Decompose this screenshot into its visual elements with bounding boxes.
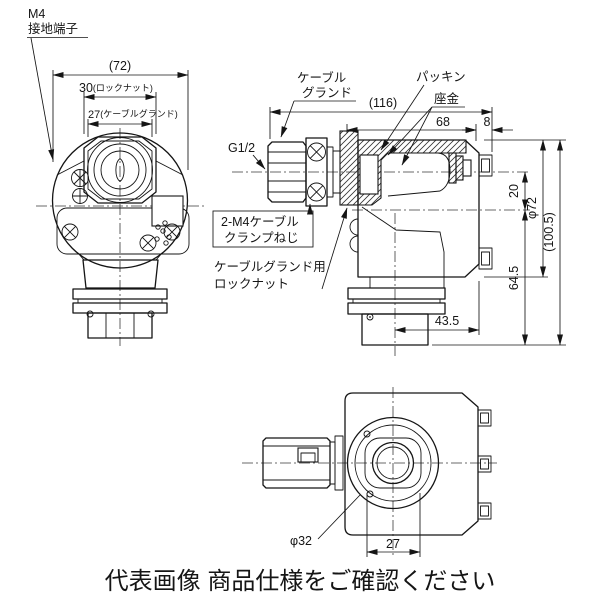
side-view: ケーブル グランド パッキン 座金 G1/2 2-M4ケーブル クランプねじ ケ… bbox=[212, 70, 566, 356]
side-process-connection bbox=[347, 277, 446, 346]
cable-gland-label-line1: ケーブル bbox=[297, 70, 346, 85]
front-cover-screws bbox=[61, 223, 181, 252]
ground-terminal-label-line2: 接地端子 bbox=[28, 21, 78, 36]
thread-label: G1/2 bbox=[228, 141, 255, 155]
dim-side-64-5-text: 64.5 bbox=[507, 266, 521, 290]
clamp-screw-label-box bbox=[212, 210, 314, 248]
dim-front-gland-text: 27(ケーブルグランド) bbox=[88, 108, 178, 121]
side-gland-locknut bbox=[339, 130, 359, 206]
dim-side-64-5: 64.5 bbox=[507, 209, 528, 346]
front-lower-screw bbox=[72, 188, 88, 204]
bottom-view: φ32 27 bbox=[242, 387, 497, 558]
side-head-cavity bbox=[387, 152, 451, 197]
front-gland-ring-mid bbox=[93, 143, 147, 197]
front-connector-window bbox=[151, 195, 184, 227]
front-view: M4 接地端子 (72) 30(ロックナット) 27(ケーブルグランド) bbox=[27, 7, 204, 346]
gland-locknut-label-line2: ロックナット bbox=[214, 277, 289, 291]
bottom-cable-gland bbox=[262, 435, 344, 491]
dim-bottom-27-text: 27 bbox=[386, 537, 400, 551]
front-left-chord bbox=[56, 160, 85, 176]
dim-front-overall-text: (72) bbox=[109, 59, 131, 73]
front-gland-ring-inner bbox=[100, 150, 140, 190]
dim-bottom-dia32-text: φ32 bbox=[290, 534, 312, 548]
clamp-screw-label-line2: クランプねじ bbox=[224, 231, 299, 245]
packing-label: パッキン bbox=[416, 70, 466, 84]
gland-locknut-label-line1: ケーブルグランド用 bbox=[214, 259, 326, 274]
washer-label: 座金 bbox=[434, 91, 460, 106]
side-cable-gland bbox=[267, 130, 359, 207]
clamp-screw-label-line1: 2-M4ケーブル bbox=[221, 214, 299, 229]
bottom-port-rings bbox=[346, 416, 440, 510]
bottom-dia32-leader bbox=[317, 494, 361, 540]
dim-side-20: 20 bbox=[507, 171, 528, 211]
front-locknut-octagon bbox=[83, 136, 157, 204]
front-body-circle bbox=[51, 132, 189, 269]
dim-bottom-27: 27 bbox=[366, 493, 421, 557]
front-cover-plate bbox=[56, 207, 190, 255]
dim-side-68-text: 68 bbox=[436, 115, 450, 129]
cable-clamp-screw-bottom bbox=[307, 182, 326, 202]
dim-side-overall-text: (116) bbox=[369, 96, 397, 110]
side-packing-block bbox=[448, 152, 457, 184]
bottom-mounting-tabs bbox=[477, 409, 492, 520]
dim-side-20-text: 20 bbox=[507, 184, 521, 198]
ground-terminal-label-line1: M4 bbox=[28, 7, 45, 21]
dim-side-8-text: 8 bbox=[484, 115, 491, 129]
packing-leader bbox=[380, 84, 425, 151]
dim-front-locknut: 30(ロックナット) bbox=[79, 81, 157, 134]
washer-leader-2 bbox=[401, 106, 433, 166]
ground-terminal-screw bbox=[71, 169, 89, 187]
cable-clamp-screw-top bbox=[307, 142, 326, 162]
dim-side-8: 8 bbox=[462, 115, 513, 133]
front-vent-holes bbox=[154, 220, 172, 246]
dim-side-100-5-text: (100.5) bbox=[542, 212, 556, 252]
side-washer-block bbox=[455, 155, 464, 181]
front-right-chord bbox=[155, 160, 184, 176]
side-washer-end bbox=[462, 159, 472, 177]
side-left-bumps bbox=[349, 218, 359, 253]
dim-side-dia72-text: φ72 bbox=[525, 197, 539, 219]
front-process-connection bbox=[72, 252, 168, 339]
caption-text: 代表画像 商品仕様をご確認ください bbox=[105, 568, 496, 595]
side-head-lower-edge bbox=[361, 206, 445, 277]
dim-side-68: 68 bbox=[346, 115, 477, 141]
side-terminal-window bbox=[359, 154, 379, 195]
side-mounting-tabs bbox=[478, 154, 493, 270]
thread-leader bbox=[252, 154, 266, 170]
cable-gland-leader bbox=[280, 100, 295, 138]
dim-side-100-5: (100.5) bbox=[432, 139, 566, 346]
dim-side-43-5-text: 43.5 bbox=[435, 314, 459, 328]
ground-terminal-leader bbox=[30, 37, 55, 161]
front-gland-ring-outer bbox=[87, 137, 153, 203]
dim-front-locknut-text: 30(ロックナット) bbox=[79, 81, 153, 95]
dim-front-gland: 27(ケーブルグランド) bbox=[87, 108, 178, 137]
dim-side-dia72: φ72 bbox=[484, 139, 566, 278]
gland-locknut-leader bbox=[321, 207, 348, 290]
front-gland-bore-lens bbox=[115, 158, 125, 182]
dim-front-overall: (72) bbox=[52, 59, 189, 170]
cable-gland-label-line2: グランド bbox=[302, 86, 352, 100]
dim-side-43-5: 43.5 bbox=[394, 281, 480, 335]
bottom-body-outline bbox=[344, 392, 479, 536]
